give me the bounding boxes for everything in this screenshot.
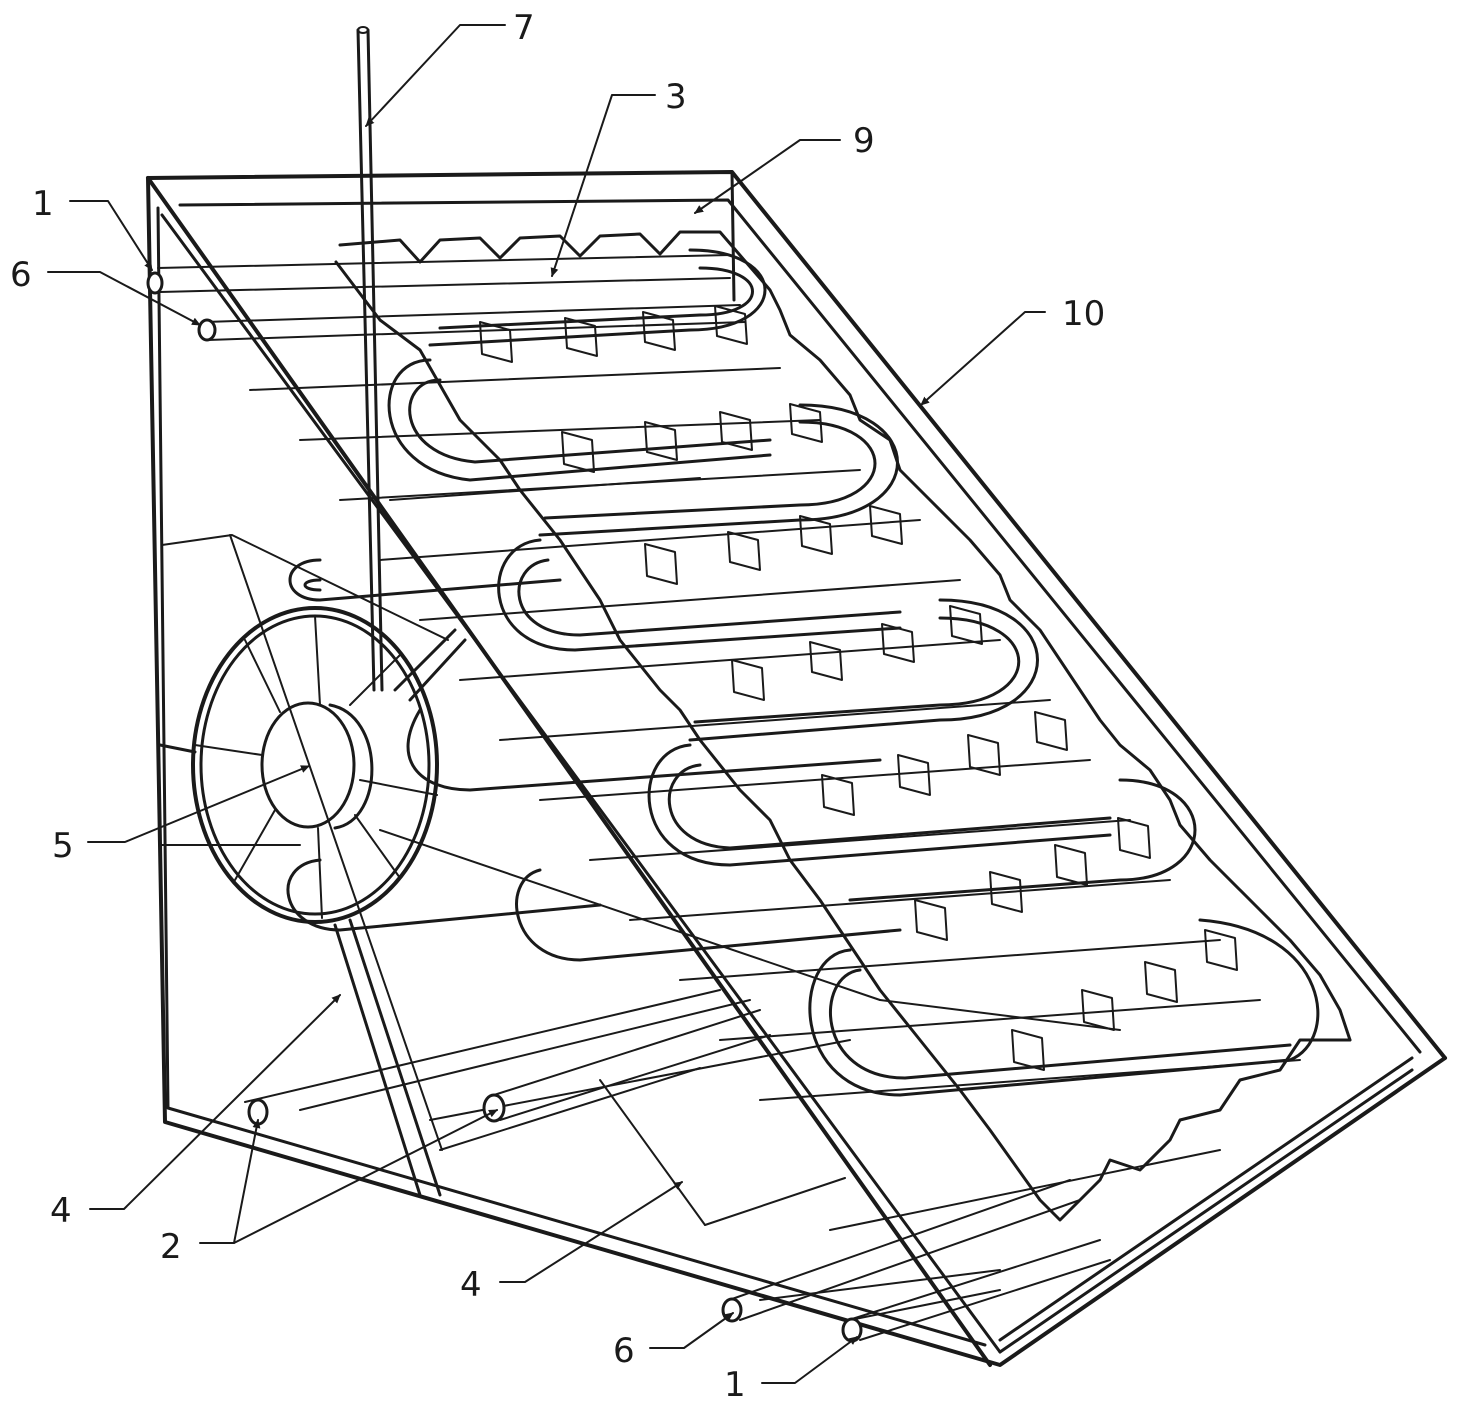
vertical-pole bbox=[356, 26, 384, 692]
pipe-ends bbox=[146, 271, 1111, 1343]
reflector-zigzag bbox=[334, 230, 1352, 1222]
pipe-end-6-top bbox=[197, 318, 217, 342]
label-6-bottom: 6 bbox=[613, 1331, 635, 1371]
parallel-tubes bbox=[157, 254, 1301, 1321]
fan-wheel bbox=[158, 606, 467, 924]
label-10: 10 bbox=[1062, 294, 1105, 334]
heat-fins bbox=[479, 305, 1238, 1071]
label-3: 3 bbox=[665, 77, 687, 117]
label-1-bottom: 1 bbox=[724, 1365, 746, 1405]
support-leg bbox=[333, 918, 442, 1197]
label-6-top: 6 bbox=[10, 255, 32, 295]
label-5: 5 bbox=[52, 826, 74, 866]
pipe-end-1-top bbox=[146, 271, 164, 295]
label-4-bottom: 4 bbox=[460, 1265, 482, 1305]
callout-labels: 1 6 7 3 9 10 5 4 2 4 6 1 bbox=[10, 8, 1105, 1405]
pipe-end-2-mid bbox=[482, 1093, 506, 1123]
pipe-end-1-bottom bbox=[841, 1317, 863, 1343]
label-4-left: 4 bbox=[50, 1191, 72, 1231]
label-2: 2 bbox=[160, 1227, 182, 1267]
label-9: 9 bbox=[853, 121, 875, 161]
label-1-top: 1 bbox=[32, 184, 54, 224]
frame bbox=[146, 170, 1447, 1367]
serpentine-coil bbox=[286, 248, 1320, 1097]
label-7: 7 bbox=[513, 8, 535, 48]
callout-leaders bbox=[47, 24, 1046, 1384]
